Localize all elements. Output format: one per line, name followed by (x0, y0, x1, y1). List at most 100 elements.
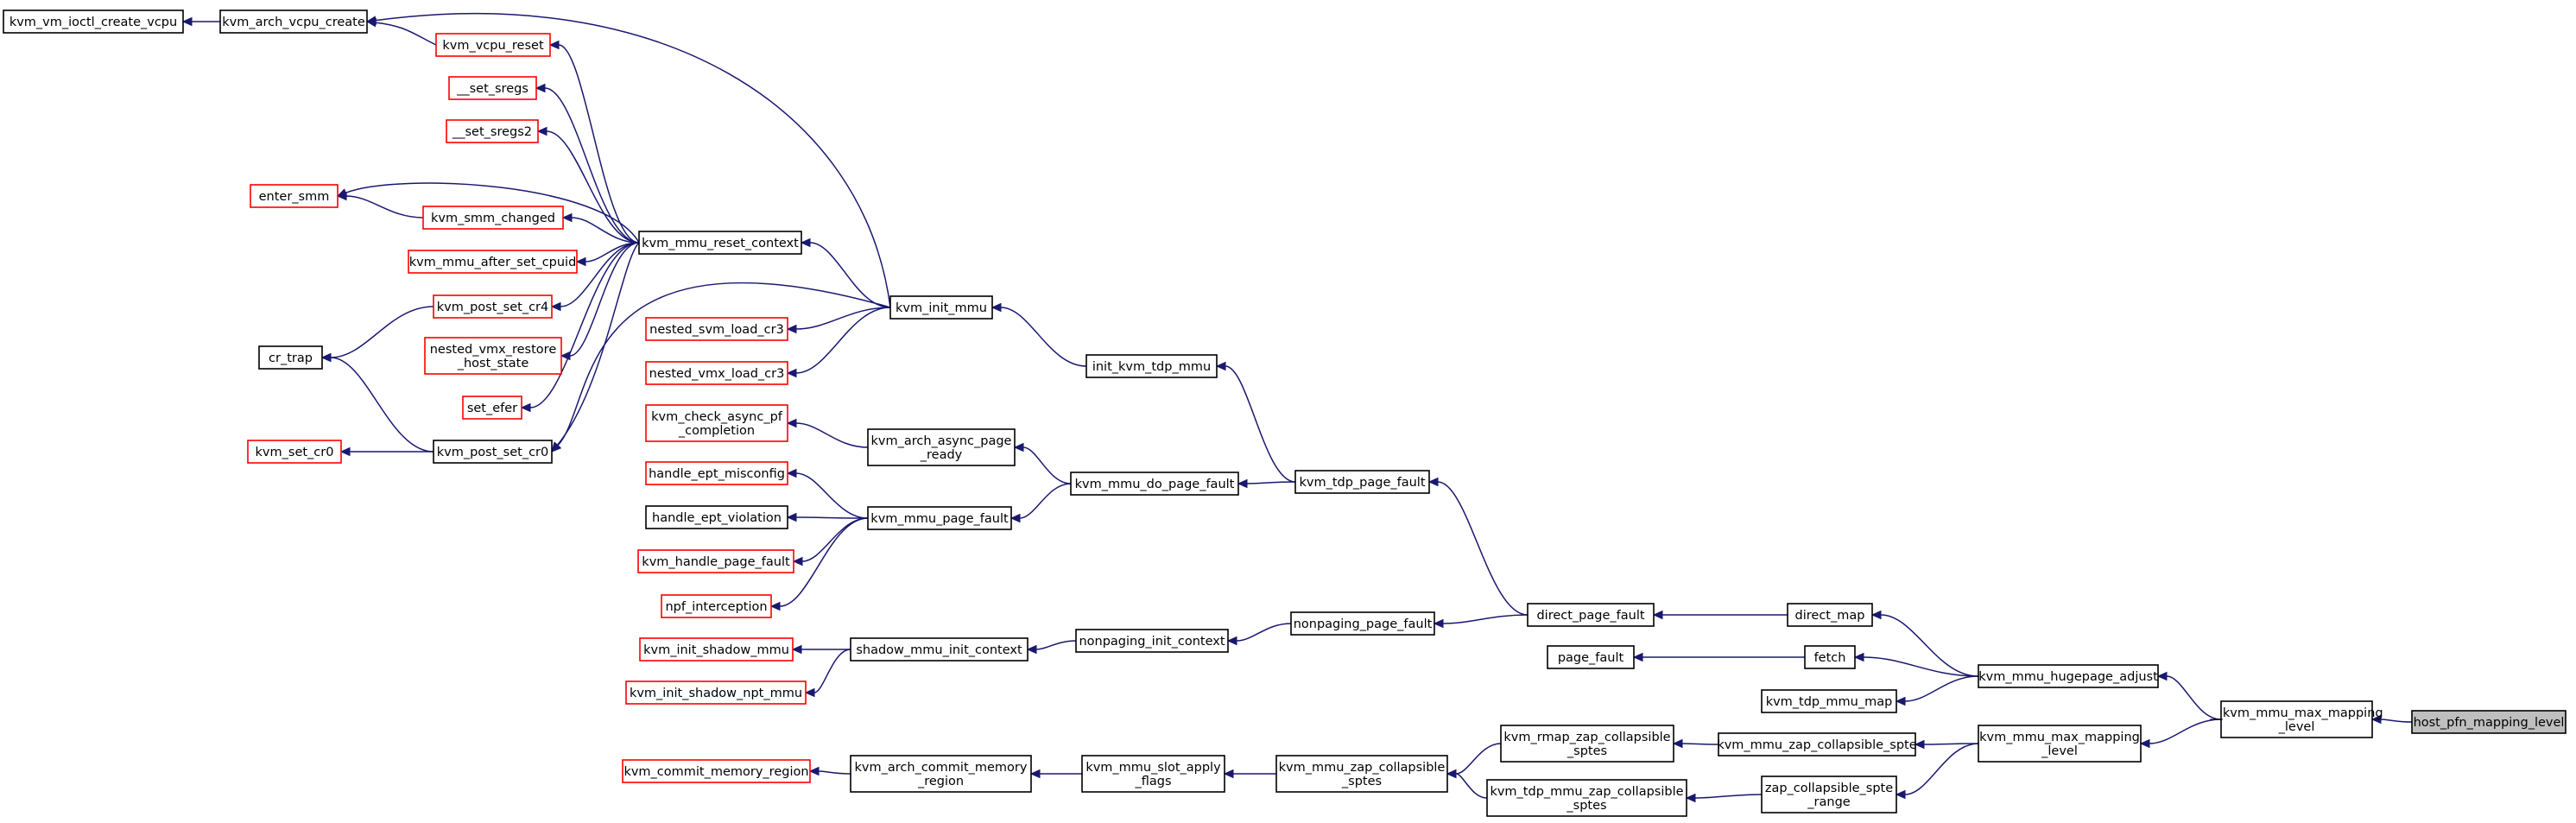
edge-arrowhead (548, 40, 560, 50)
node-label: kvm_arch_vcpu_create (222, 16, 365, 29)
node-tdp-map[interactable]: kvm_tdp_mmu_map (1761, 689, 1897, 713)
node-direct-pf[interactable]: direct_page_fault (1527, 603, 1655, 627)
node-init-shadow[interactable]: kvm_init_shadow_mmu (639, 637, 794, 662)
node-label: _ready (920, 448, 963, 462)
edge-arrowhead (1029, 769, 1041, 779)
node-ept-violation[interactable]: handle_ept_violation (645, 505, 788, 529)
edge-init-shadow-to-shadow-init (791, 644, 851, 655)
node-ept-misconfig[interactable]: handle_ept_misconfig (645, 461, 788, 485)
node-init-tdp[interactable]: init_kvm_tdp_mmu (1085, 354, 1218, 378)
edge-mmu-zcs-to-tdp-zcs (1446, 769, 1488, 799)
node-direct-map[interactable]: direct_map (1787, 603, 1873, 627)
node-set-cr0[interactable]: kvm_set_cr0 (247, 440, 342, 464)
node-reset-ctx[interactable]: kvm_mmu_reset_context (638, 231, 802, 255)
edge-set-efer-to-reset-ctx (520, 242, 640, 413)
node-box (1978, 725, 2142, 763)
node-root[interactable]: host_pfn_mapping_level (2411, 710, 2567, 734)
edge-line (2380, 719, 2413, 723)
node-ioctl-vcpu[interactable]: kvm_vm_ioctl_create_vcpu (3, 9, 184, 34)
edge-post-cr4-to-reset-ctx (550, 242, 640, 312)
node-post-cr4[interactable]: kvm_post_set_cr4 (433, 294, 553, 319)
node-rmap-zcs[interactable]: kvm_rmap_zap_collapsible_sptes (1500, 725, 1674, 763)
node-vcpu-create[interactable]: kvm_arch_vcpu_create (219, 9, 368, 34)
node-slot-apply[interactable]: kvm_mmu_slot_apply_flags (1081, 755, 1225, 793)
edge-cr-trap-to-post-cr4 (320, 306, 434, 363)
node-zcs[interactable]: kvm_mmu_zap_collapsible_spte (1717, 732, 1917, 757)
node-post-cr0[interactable]: kvm_post_set_cr0 (433, 440, 553, 464)
edge-line (1035, 640, 1077, 650)
node-svm-cr3[interactable]: nested_svm_load_cr3 (645, 317, 788, 341)
node-label: kvm_commit_memory_region (623, 765, 808, 779)
node-label: direct_map (1795, 609, 1865, 623)
edge-line (546, 130, 640, 244)
node-commit-region[interactable]: kvm_commit_memory_region (622, 759, 811, 783)
node-set-sregs[interactable]: __set_sregs (448, 76, 537, 100)
node-zcsr[interactable]: zap_collapsible_spte_range (1761, 776, 1897, 814)
node-box (446, 119, 539, 143)
edge-set-sregs-to-reset-ctx (535, 83, 640, 244)
node-label: nonpaging_init_context (1079, 635, 1225, 649)
node-enter-smm[interactable]: enter_smm (250, 184, 339, 208)
edge-kmmml-to-root (2370, 714, 2413, 725)
node-init-mmu[interactable]: kvm_init_mmu (889, 295, 993, 320)
node-mmu-zcs[interactable]: kvm_mmu_zap_collapsible_sptes (1275, 755, 1448, 793)
edge-line (795, 307, 891, 330)
node-tdp-zcs[interactable]: kvm_tdp_mmu_zap_collapsible_sptes (1486, 779, 1687, 817)
node-label: kvm_post_set_cr4 (437, 301, 549, 314)
node-label: init_kvm_tdp_mmu (1092, 360, 1211, 374)
node-cr-trap[interactable]: cr_trap (258, 345, 323, 370)
node-label: direct_page_fault (1536, 609, 1644, 623)
node-vcpu-reset[interactable]: kvm_vcpu_reset (435, 33, 551, 57)
node-box (1804, 645, 1856, 669)
node-label: kvm_tdp_mmu_zap_collapsible (1490, 785, 1683, 799)
edge-page-fault-to-fetch (1632, 652, 1805, 662)
node-nonpaging-init[interactable]: nonpaging_init_context (1075, 629, 1229, 653)
edge-zcsr-to-mmlevel (1895, 743, 1979, 800)
edge-ept-misconfig-to-mmu-pf (786, 468, 869, 519)
node-vmx-restore[interactable]: nested_vmx_restore_host_state (424, 337, 562, 375)
edge-arrowhead (535, 83, 546, 93)
node-nonpaging-pf[interactable]: nonpaging_page_fault (1290, 611, 1435, 636)
node-set-sregs2[interactable]: __set_sregs2 (446, 119, 539, 143)
node-label: kvm_set_cr0 (256, 446, 334, 459)
node-label: kvm_rmap_zap_collapsible (1503, 731, 1670, 744)
edge-direct-map-to-hugepage (1870, 610, 1979, 677)
edge-arrowhead (1870, 610, 1882, 620)
node-smm-changed[interactable]: kvm_smm_changed (422, 206, 564, 230)
edge-direct-pf-to-direct-map (1652, 610, 1788, 620)
node-mmlevel[interactable]: kvm_mmu_max_mapping_level (1978, 725, 2142, 763)
edge-arrowhead (2370, 714, 2382, 725)
node-label: kvm_mmu_hugepage_adjust (1978, 670, 2158, 684)
edge-arrowhead (1237, 478, 1248, 489)
node-after-cpuid[interactable]: kvm_mmu_after_set_cpuid (408, 250, 578, 274)
node-kmmml[interactable]: __kvm_mmu_max_mapping_level (2209, 700, 2383, 738)
node-label: _level (2041, 744, 2078, 758)
node-handle-pf[interactable]: kvm_handle_page_fault (637, 549, 794, 573)
node-set-efer[interactable]: set_efer (462, 396, 522, 420)
edge-arrowhead (561, 212, 573, 223)
node-label: kvm_check_async_pf (651, 410, 783, 424)
node-check-async[interactable]: kvm_check_async_pf_completion (645, 404, 788, 442)
node-async-ready[interactable]: kvm_arch_async_page_ready (867, 428, 1016, 466)
node-box (1085, 354, 1218, 378)
node-npf[interactable]: npf_interception (661, 594, 772, 618)
node-commit-mem[interactable]: kvm_arch_commit_memory_region (850, 755, 1032, 793)
node-label: kvm_mmu_after_set_cpuid (409, 256, 577, 269)
node-label: _range (1807, 795, 1850, 809)
edge-line (569, 242, 640, 357)
node-shadow-init[interactable]: shadow_mmu_init_context (850, 637, 1029, 662)
node-mmu-pf[interactable]: kvm_mmu_page_fault (867, 506, 1012, 530)
node-fetch[interactable]: fetch (1804, 645, 1856, 669)
node-label: page_fault (1558, 651, 1624, 665)
node-tdp-pf[interactable]: kvm_tdp_page_fault (1294, 470, 1430, 494)
node-page-fault[interactable]: page_fault (1547, 645, 1635, 669)
edge-arrowhead (1215, 361, 1226, 371)
edge-line (779, 517, 869, 607)
node-do-pf[interactable]: kvm_mmu_do_page_fault (1070, 472, 1239, 496)
node-box (1547, 645, 1635, 669)
node-vmx-cr3[interactable]: nested_vmx_load_cr3 (645, 361, 788, 385)
node-hugepage[interactable]: kvm_mmu_hugepage_adjust (1978, 664, 2159, 688)
edge-line (1455, 743, 1502, 775)
node-init-shadow-npt[interactable]: kvm_init_shadow_npt_mmu (625, 681, 807, 705)
node-label: _host_state (457, 357, 529, 370)
